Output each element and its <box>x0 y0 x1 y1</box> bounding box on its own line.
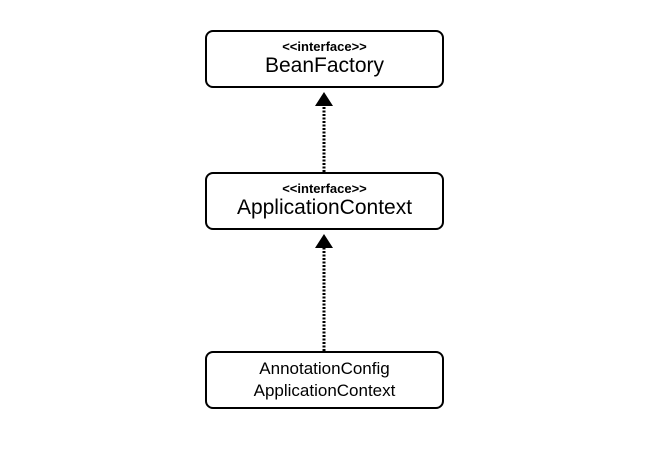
edge-annotationconfig-to-applicationcontext <box>315 234 333 351</box>
node-annotation-config-application-context: AnnotationConfig ApplicationContext <box>205 351 444 409</box>
node-name: BeanFactory <box>264 54 385 77</box>
arrowhead <box>315 92 333 106</box>
node-bean-factory: <<interface>> BeanFactory <box>205 30 444 88</box>
stereotype-label: <<interface>> <box>282 39 367 54</box>
node-name: ApplicationContext <box>236 196 413 219</box>
node-name-line1: AnnotationConfig <box>259 359 390 378</box>
node-name-line2: ApplicationContext <box>253 381 396 400</box>
arrowhead <box>315 234 333 248</box>
node-application-context: <<interface>> ApplicationContext <box>205 172 444 230</box>
edge-applicationcontext-to-beanfactory <box>315 92 333 172</box>
stereotype-label: <<interface>> <box>282 181 367 196</box>
